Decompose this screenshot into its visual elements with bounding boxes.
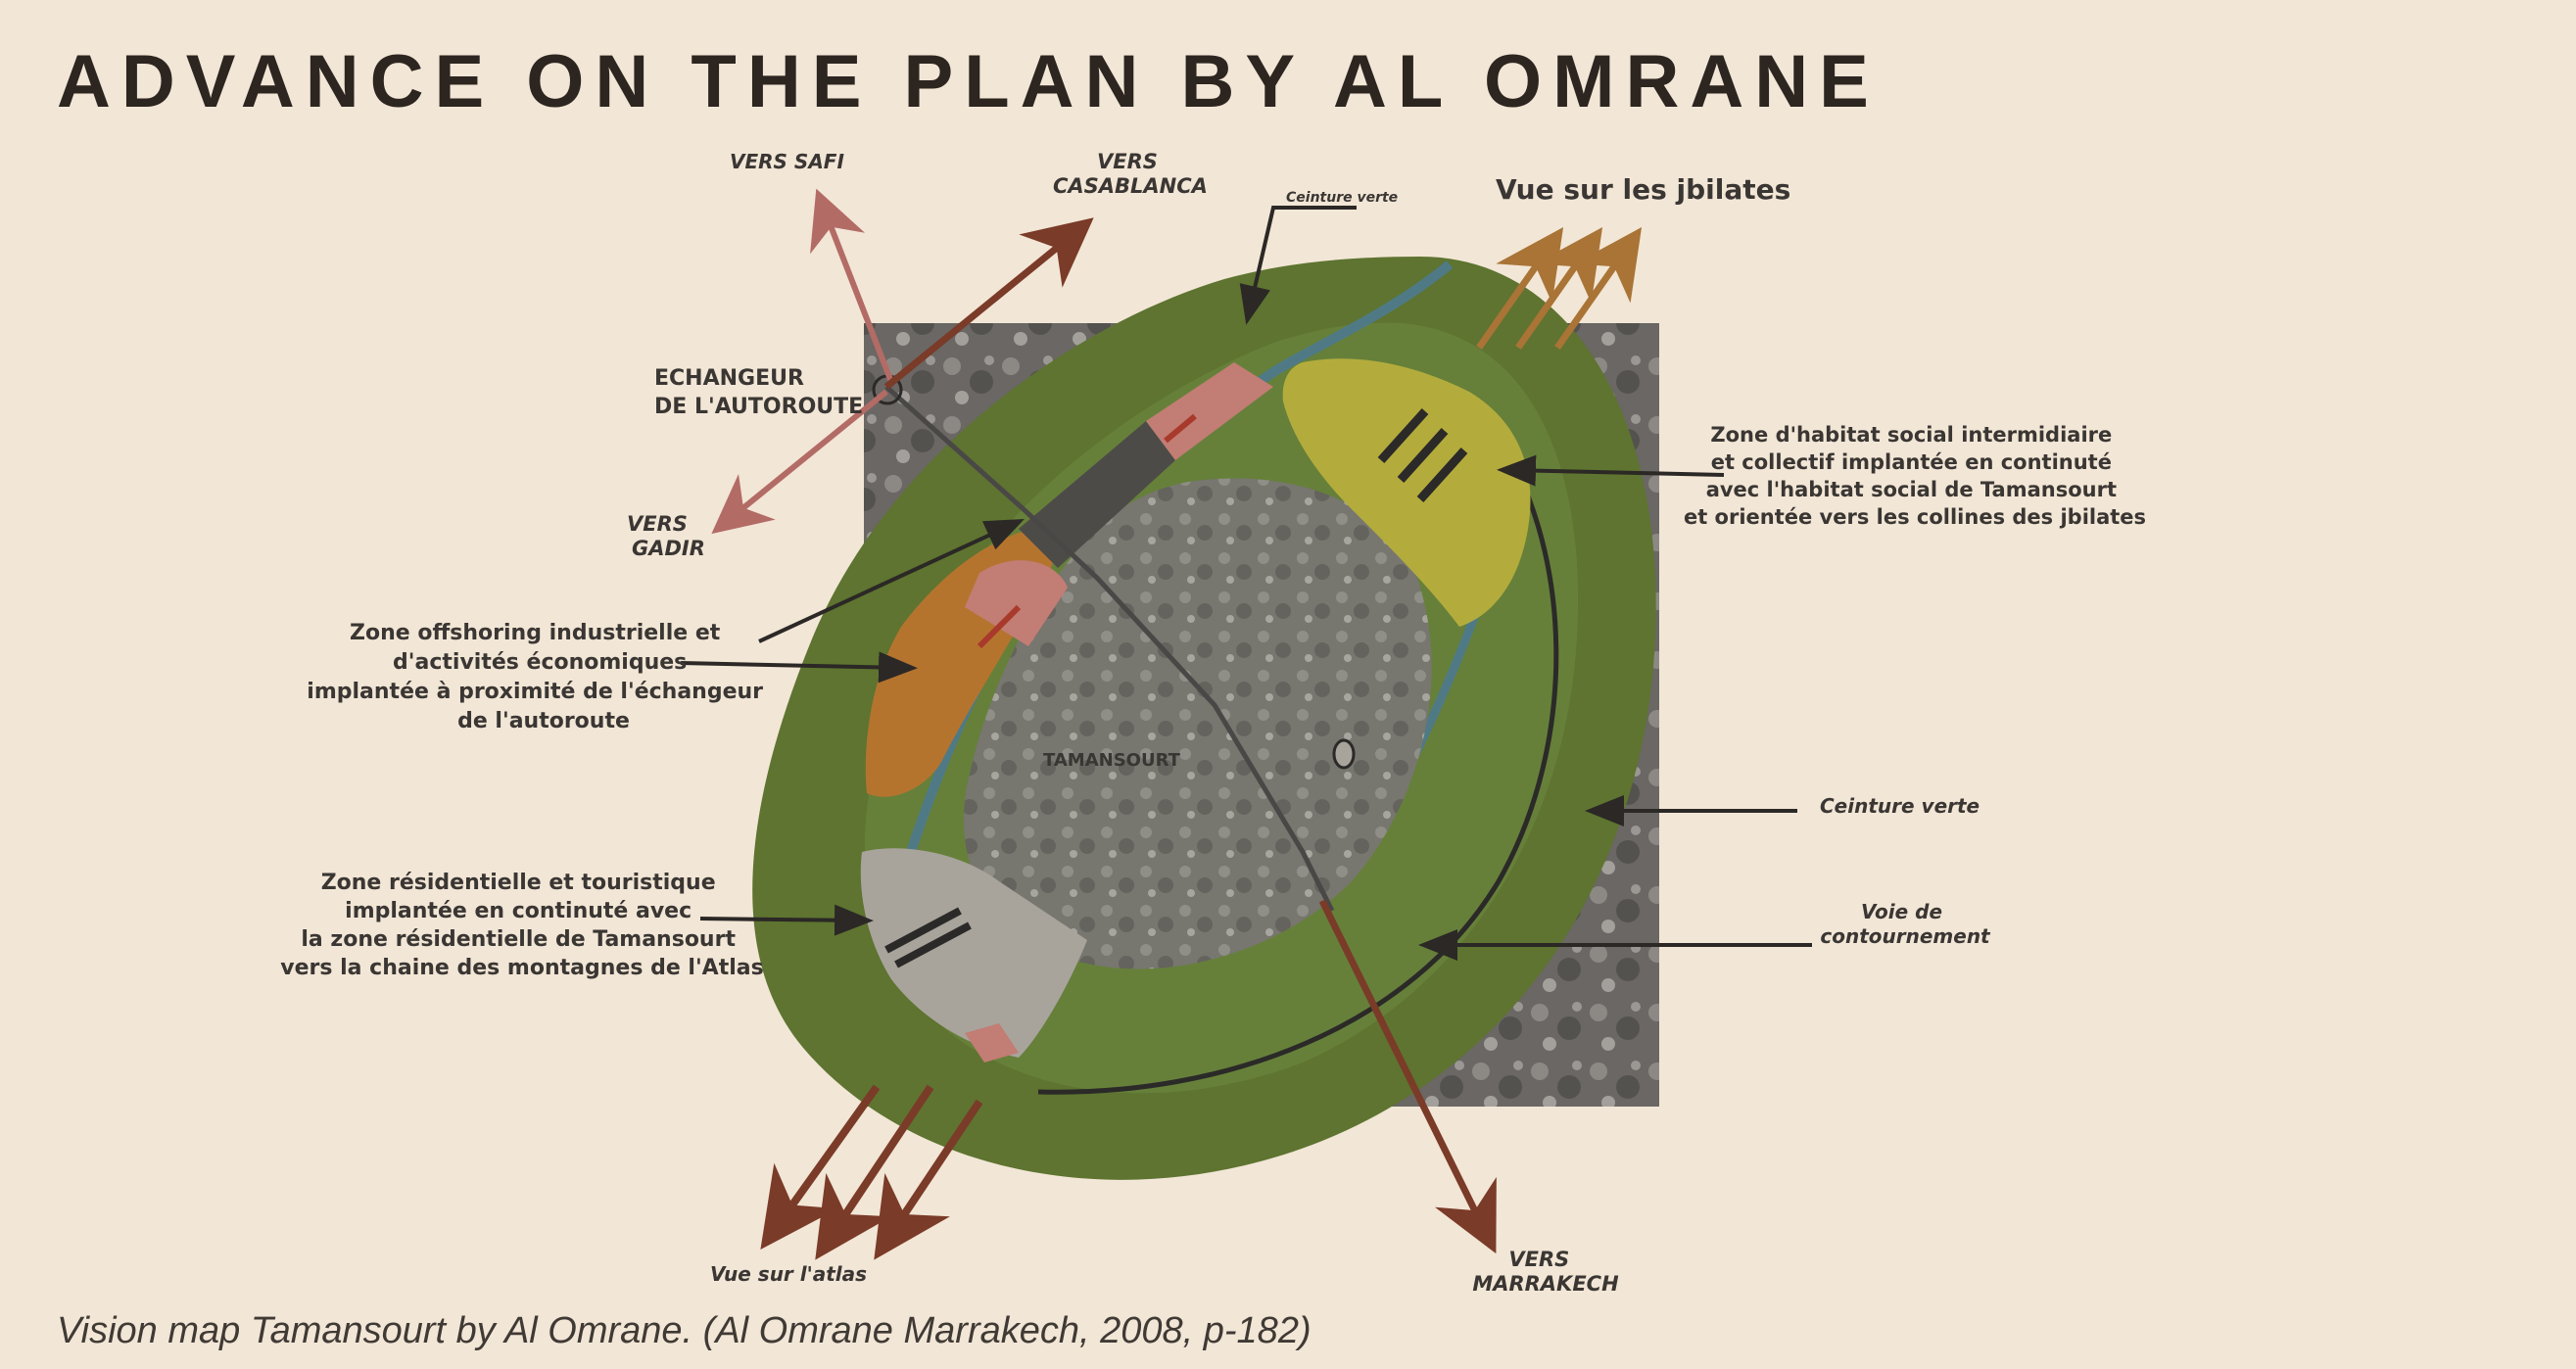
label-zone-offshoring: Zone offshoring industrielle et d'activi… bbox=[307, 621, 770, 733]
label-vers-safi: VERS SAFI bbox=[730, 150, 844, 173]
label-vue-atlas: Vue sur l'atlas bbox=[710, 1262, 867, 1286]
arrow-vers-agadir bbox=[711, 389, 888, 535]
arrow-atlas-1 bbox=[760, 1084, 881, 1251]
label-zone-residentielle: Zone résidentielle et touristique implan… bbox=[280, 871, 763, 980]
residential-zone bbox=[860, 848, 1087, 1058]
figure-caption: Vision map Tamansourt by Al Omrane. (Al … bbox=[57, 1310, 1312, 1351]
arrow-jbilates-3 bbox=[1554, 227, 1643, 351]
label-ceinture-verte-top: Ceinture verte bbox=[1286, 190, 1398, 206]
residential-bars bbox=[884, 907, 972, 968]
pointer-offshoring-2 bbox=[680, 651, 918, 684]
pointer-habitat bbox=[1497, 454, 1725, 487]
label-voie-contournement: Voie de contournement bbox=[1820, 900, 1991, 948]
industrial-pink-zone bbox=[965, 560, 1068, 646]
pointer-ceinture-top bbox=[1239, 206, 1357, 325]
label-zone-habitat: Zone d'habitat social intermidiaire et c… bbox=[1684, 423, 2146, 529]
label-ceinture-verte-right: Ceinture verte bbox=[1820, 794, 1980, 818]
highway bbox=[884, 385, 1335, 913]
page-title: ADVANCE ON THE PLAN BY AL OMRANE bbox=[57, 40, 1880, 123]
residential-pink bbox=[965, 1023, 1019, 1062]
label-vers-marrakech: VERS MARRAKECH bbox=[1472, 1248, 1619, 1296]
arrow-vers-casablanca bbox=[883, 217, 1094, 390]
label-vers-agadir: VERS GADIR bbox=[627, 512, 705, 560]
label-echangeur: ECHANGEUR DE L'AUTOROUTE bbox=[654, 366, 863, 419]
pointer-arrows bbox=[680, 206, 1812, 961]
housing-zone bbox=[1282, 358, 1531, 627]
label-tamansourt: TAMANSOURT bbox=[1043, 750, 1181, 771]
housing-bars bbox=[1377, 407, 1468, 503]
arrow-atlas-2 bbox=[815, 1084, 934, 1260]
arrow-vers-marrakech bbox=[1318, 899, 1497, 1254]
dark-band bbox=[1019, 421, 1175, 568]
label-vers-casablanca: VERS CASABLANCA bbox=[1053, 150, 1208, 198]
city-core bbox=[964, 478, 1432, 969]
arrow-vers-safi bbox=[810, 188, 894, 384]
pink-strip-top bbox=[1146, 362, 1273, 460]
roundabout bbox=[1332, 738, 1356, 770]
label-vue-jbilates: Vue sur les jbilates bbox=[1496, 173, 1790, 206]
direction-arrows bbox=[711, 188, 1643, 1260]
arrow-atlas-3 bbox=[874, 1099, 983, 1260]
ring-road bbox=[1037, 419, 1559, 1095]
pointer-offshoring-1 bbox=[758, 518, 1025, 643]
pointer-residential bbox=[699, 904, 874, 936]
red-lines bbox=[977, 413, 1197, 649]
